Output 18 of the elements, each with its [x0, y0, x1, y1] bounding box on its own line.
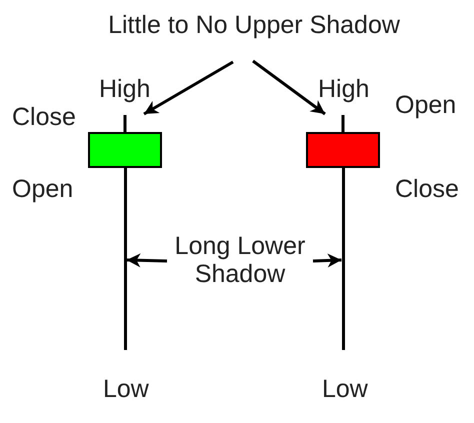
price-label: Close	[12, 103, 76, 132]
arrow	[252, 60, 326, 116]
price-label: Low	[103, 375, 149, 404]
callout-text: Long Lower Shadow	[167, 232, 313, 288]
price-label: High	[99, 75, 150, 104]
callout-text: Little to No Upper Shadow	[108, 11, 400, 40]
price-label: Open	[12, 175, 74, 204]
bullish-candle	[88, 115, 162, 168]
price-label: Close	[395, 175, 459, 204]
price-label: High	[318, 75, 370, 104]
arrow	[312, 254, 342, 268]
lower-shadow-line	[124, 168, 126, 350]
arrow	[143, 60, 234, 116]
lower-shadow-line	[342, 168, 344, 350]
price-label: Open	[395, 91, 456, 120]
price-label: Low	[322, 375, 368, 404]
arrow	[126, 253, 168, 268]
bearish-candle	[306, 115, 380, 168]
